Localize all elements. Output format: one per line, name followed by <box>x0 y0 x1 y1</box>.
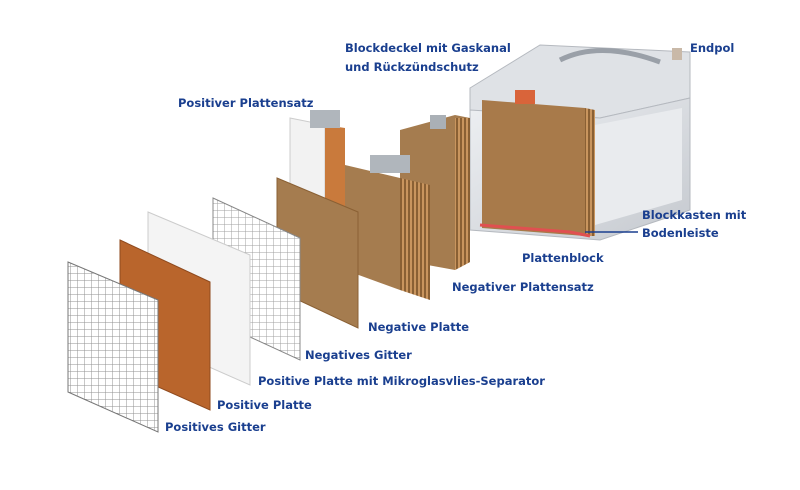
label-lid-line2: und Rückzündschutz <box>345 60 479 74</box>
label-terminal: Endpol <box>690 41 734 55</box>
handle-icon <box>558 47 661 65</box>
label-positive-plate-set: Positiver Plattensatz <box>178 96 314 110</box>
terminal-post <box>672 48 682 60</box>
negative-plate-set <box>345 155 430 300</box>
label-negative-plate: Negative Platte <box>368 320 469 334</box>
label-positive-grid: Positives Gitter <box>165 420 266 434</box>
label-negative-plate-set: Negativer Plattensatz <box>452 280 594 294</box>
label-plate-block: Plattenblock <box>522 251 604 265</box>
battery-case <box>469 44 691 241</box>
label-case: Blockkasten mit <box>642 208 747 222</box>
label-positive-plate-separator: Positive Platte mit Mikroglasvlies-Separ… <box>258 374 545 388</box>
label-case-line2: Bodenleiste <box>642 226 719 240</box>
label-positive-plate: Positive Platte <box>217 398 312 412</box>
label-lid: Blockdeckel mit Gaskanal <box>345 41 511 55</box>
label-negative-grid: Negatives Gitter <box>305 348 412 362</box>
